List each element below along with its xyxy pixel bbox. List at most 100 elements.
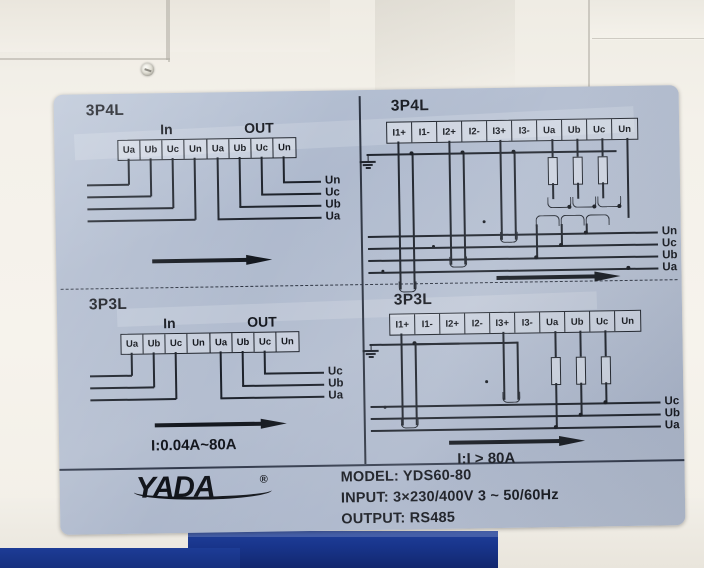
terminal-block-in-bottom-left: Ua Ub Uc Un [120,332,211,355]
terminal-cell: Un [621,315,635,327]
flow-arrow-top-left [152,254,273,265]
fuse-lead-ua-top-br [554,331,557,358]
terminal-cell: Un [278,142,291,154]
terminal-cell: I2+ [440,313,466,334]
enclosure-seam-horizontal [0,58,170,60]
terminal-cell: Ub [140,140,163,160]
phase-label-top-left: Ub [325,198,341,211]
fuse-ub [572,156,584,185]
phase-label-top-right: Ub [662,249,678,262]
phase-label-top-right: Un [661,225,678,238]
ct1-lead-a [397,141,402,290]
junction-dot [558,242,564,248]
phase-line-ub-top-right [368,255,659,262]
wire-in-uc-h-bl [90,398,177,401]
voltage-loop-5 [560,214,585,226]
wire-out-ua-bl [219,351,222,399]
terminal-cell: I1- [415,313,441,335]
enclosure-seam-top-right [592,38,704,40]
ct1-lead-b-br [414,343,418,426]
terminal-cell: Ub [565,311,591,332]
wire-in-ub-bl [152,352,155,388]
enclosure-shadow-topleft [0,0,330,52]
phase-label-top-left: Ua [325,210,341,223]
phase-label-top-left: Uc [325,186,340,199]
terminal-cell: Ub [143,334,166,354]
ct-polarity-dot-3 [482,220,487,224]
terminal-cell: Ub [232,332,255,353]
wire-out-ub-bl [241,350,244,387]
wire-in-uc [171,158,174,209]
phase-label-top-right: Ua [662,261,678,274]
fuse-ua [547,157,559,186]
terminal-cell: Un [618,123,632,135]
flow-arrow-bottom-left [154,417,287,429]
wire-out-ua-h [217,216,322,220]
wire-in-un [193,157,197,220]
phase-label-bottom-right: Uc [664,395,680,408]
fuse-lead-uc-top [601,138,604,157]
junction-dot [460,150,465,155]
registered-trademark-icon: ® [259,473,268,486]
phase-line-uc-top-right [368,243,659,250]
wire-in-uc-bl [174,352,177,400]
enclosure-shade-right [590,0,704,40]
terminal-cell: Uc [254,332,277,352]
phase-label-top-right: Uc [661,237,677,250]
voltage-loop-6 [585,214,610,226]
phase-label-bottom-left: Ub [328,377,344,390]
enclosure-seam-vertical-right [588,0,590,92]
enclosure-seam-vertical-left [166,0,168,60]
wire-in-un-h [87,218,196,222]
fuse-ub-br [575,356,587,385]
wire-in-ua [127,158,130,185]
ct1-lead-a-br [400,333,404,426]
terminal-cell: I3+ [487,120,513,142]
wire-out-un [282,156,285,183]
quadrant-title-bottom-right: 3P3L [393,291,433,309]
in-caption-top-left: In [160,121,173,138]
wire-out-ua [216,157,220,220]
ground-bus-top-right [366,150,617,156]
fuse-lead-ub-top [576,138,579,157]
phase-label-top-left: Un [324,174,341,187]
junction-dot [592,204,597,209]
wire-in-ub-h-bl [90,386,155,389]
phase-label-bottom-left: Ua [328,389,344,402]
blue-strip-highlight [188,531,498,537]
terminal-cell: Un [189,143,202,155]
fuse-uc-br [600,356,612,385]
junction-dot [578,412,583,417]
current-rating-bottom-left: I:0.04A~80A [150,436,237,455]
wiring-diagram-label: 3P4L In OUT Ua Ub Uc Un Ua Ub Uc Un [53,85,686,535]
terminal-cell: I3- [512,120,538,141]
terminal-cell: I1+ [390,314,416,335]
terminal-cell: Ub [229,138,252,159]
quadrant-title-top-left: 3P4L [85,101,125,120]
out-caption-top-left: OUT [243,119,274,136]
terminal-cell: I2- [465,313,491,334]
junction-dot [617,204,622,209]
terminal-cell: Ub [562,119,588,140]
fuse-lead-ub-top-br [579,330,582,357]
fuse-ua-br [550,357,562,386]
terminal-cell: Uc [590,311,616,332]
fuse-lead-uc-top-br [604,330,607,357]
terminal-cell: Un [192,337,205,349]
model-line: MODEL: YDS60-80 [340,467,472,486]
terminal-cell: Ua [207,139,230,159]
blue-cover-strip-lower [0,548,240,568]
wire-in-ua-bl [130,352,133,376]
wire-in-ua-h-bl [89,374,133,377]
in-caption-bottom-left: In [163,315,176,332]
terminal-cell: Un [281,336,294,348]
wire-out-ub-h-bl [242,383,325,387]
ct-loop-3-br [502,391,521,403]
label-horizontal-divider [60,279,678,290]
input-line: INPUT: 3×230/400V 3 ~ 50/60Hz [340,487,559,507]
terminal-cell: Uc [165,333,188,354]
wire-in-uc-h [87,207,174,210]
terminal-cell: I2+ [437,121,463,142]
fuse-uc [597,156,609,185]
enclosure-smudge [375,0,515,95]
